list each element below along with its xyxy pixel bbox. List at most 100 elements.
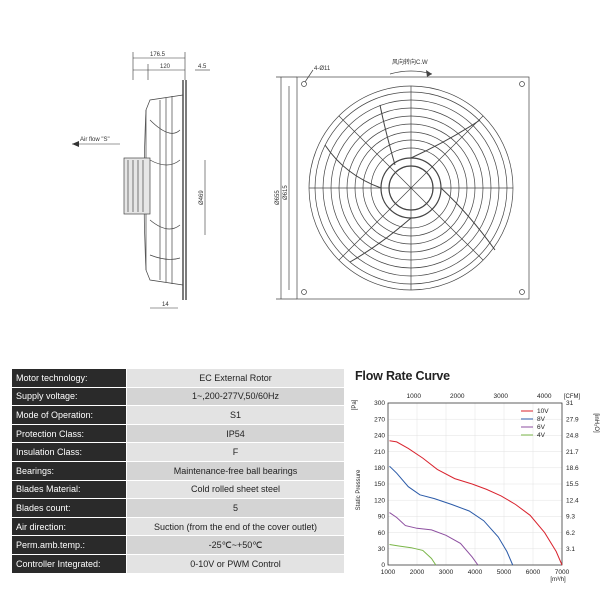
series-line-6v: [389, 512, 479, 566]
chart-axes: 0 30 60 90 120 150 180 210 240 270 300 1000 2000 3000…: [352, 393, 599, 583]
legend-label: 10V: [537, 408, 549, 415]
series-line-4v: [389, 544, 437, 566]
spec-value: -25℃~+50℃: [126, 535, 344, 555]
spec-row: Bearings:Maintenance-free ball bearings: [12, 461, 344, 481]
spec-value: Cold rolled sheet steel: [126, 480, 344, 500]
chart-grid: [387, 402, 563, 566]
x-tick-label: 7000: [555, 569, 570, 576]
rotation-arrow-icon: [426, 70, 432, 77]
spec-row: Protection Class:IP54: [12, 424, 344, 444]
fan-technical-drawing: 176.5 120 4.5 14 Ø469 Air flow "S": [72, 52, 530, 309]
right-tick-label: 18.6: [566, 465, 579, 472]
y-tick-label: 120: [374, 497, 385, 504]
y-tick-label: 210: [374, 449, 385, 456]
top-tick-label: 2000: [450, 393, 465, 400]
dim-overall-depth: 176.5: [150, 52, 166, 58]
y-axis-unit: [Pa]: [352, 399, 358, 410]
right-tick-label: 27.9: [566, 416, 579, 423]
spec-value: S1: [126, 405, 344, 425]
y-axis-label: Static Pressure: [356, 469, 362, 510]
y-tick-label: 60: [378, 530, 386, 537]
spec-row: Supply voltage:1~,200-277V,50/60Hz: [12, 387, 344, 407]
y-tick-label: 0: [381, 562, 385, 569]
chart-series: [389, 440, 563, 566]
y-tick-label: 270: [374, 416, 385, 423]
right-tick-label: 15.5: [566, 481, 579, 488]
dim-inner-diameter: Ø615: [283, 185, 289, 200]
spec-label: Bearings:: [12, 461, 127, 481]
plot-frame: [387, 402, 563, 566]
spec-row: Blades count:5: [12, 498, 344, 518]
spec-label: Insulation Class:: [12, 442, 127, 462]
right-tick-label: 31: [566, 400, 574, 407]
dim-mount-holes: 4-Ø11: [314, 66, 331, 72]
dim-blade-diameter: Ø469: [199, 190, 205, 205]
spec-value: 0-10V or PWM Control: [126, 554, 344, 574]
spec-value: F: [126, 442, 344, 462]
top-tick-label: 4000: [537, 393, 552, 400]
spec-value: Suction (from the end of the cover outle…: [126, 517, 344, 537]
spec-value: IP54: [126, 424, 344, 444]
fan-front-view: [276, 69, 530, 300]
right-tick-label: 21.7: [566, 449, 579, 456]
x-tick-label: 6000: [526, 569, 541, 576]
legend-label: 4V: [537, 432, 546, 439]
spec-value: 1~,200-277V,50/60Hz: [126, 387, 344, 407]
spec-value: 5: [126, 498, 344, 518]
y-tick-label: 180: [374, 465, 385, 472]
dim-outer-diameter: Ø655: [275, 190, 281, 205]
series-line-10v: [389, 440, 563, 566]
spec-label: Protection Class:: [12, 424, 127, 444]
x-tick-label: 1000: [381, 569, 396, 576]
airflow-arrow-icon: [72, 141, 120, 147]
spec-label: Mode of Operation:: [12, 405, 127, 425]
top-axis-unit: [CFM]: [564, 394, 581, 400]
x-tick-label: 5000: [497, 569, 512, 576]
spec-row: Perm.amb.temp.:-25℃~+50℃: [12, 535, 344, 555]
spec-label: Supply voltage:: [12, 387, 127, 407]
y-tick-label: 300: [374, 400, 385, 407]
fan-side-view: [123, 80, 187, 300]
spec-row: Controller Integrated:0-10V or PWM Contr…: [12, 554, 344, 574]
airflow-label: Air flow "S": [80, 137, 110, 143]
x-tick-label: 2000: [410, 569, 425, 576]
spec-row: Blades Material:Cold rolled sheet steel: [12, 480, 344, 500]
y-tick-label: 150: [374, 481, 385, 488]
spec-label: Perm.amb.temp.:: [12, 535, 127, 555]
spec-label: Air direction:: [12, 517, 127, 537]
rotation-direction-label: 风向转向C.W: [392, 58, 428, 66]
spec-row: Motor technology:EC External Rotor: [12, 369, 344, 388]
x-tick-label: 3000: [439, 569, 454, 576]
spec-label: Controller Integrated:: [12, 554, 127, 574]
right-tick-label: 24.8: [566, 433, 579, 440]
flow-rate-chart: 0 30 60 90 120 150 180 210 240 270 300 1000 2000 3000…: [352, 393, 599, 583]
y-tick-label: 90: [378, 514, 386, 521]
right-tick-label: 9.3: [566, 514, 575, 521]
top-tick-label: 3000: [494, 393, 509, 400]
spec-row: Insulation Class:F: [12, 442, 344, 462]
spec-value: EC External Rotor: [126, 369, 344, 388]
legend-label: 8V: [537, 416, 546, 423]
chart-title: Flow Rate Curve: [355, 369, 450, 383]
side-view-dimensions: [132, 52, 210, 309]
y-tick-label: 240: [374, 433, 385, 440]
right-axis-unit: [inH₂O]: [593, 413, 599, 433]
x-tick-label: 4000: [468, 569, 483, 576]
y-tick-label: 30: [378, 546, 386, 553]
dim-body-depth: 120: [160, 64, 171, 70]
legend-label: 6V: [537, 424, 546, 431]
x-axis-label: [m³/h]: [550, 577, 566, 583]
right-tick-label: 12.4: [566, 497, 579, 504]
dim-bottom-offset: 14: [162, 302, 169, 308]
spec-label: Blades count:: [12, 498, 127, 518]
series-line-8v: [389, 465, 514, 566]
spec-row: Air direction:Suction (from the end of t…: [12, 517, 344, 537]
right-tick-label: 6.2: [566, 530, 575, 537]
right-tick-label: 3.1: [566, 546, 575, 553]
spec-label: Motor technology:: [12, 369, 127, 388]
spec-label: Blades Material:: [12, 480, 127, 500]
top-tick-label: 1000: [407, 393, 422, 400]
dim-flange-thickness: 4.5: [198, 64, 207, 70]
